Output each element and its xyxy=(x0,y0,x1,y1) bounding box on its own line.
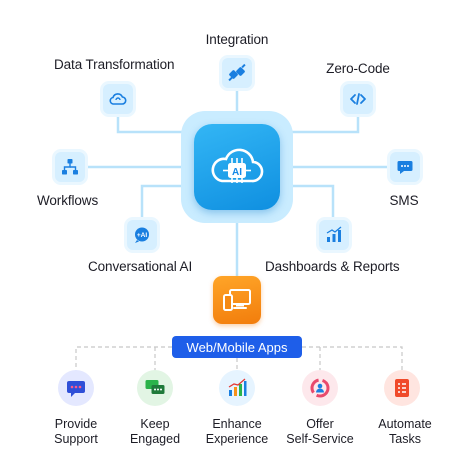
conversational-ai-label: Conversational AI xyxy=(88,259,193,274)
growth-chart-icon xyxy=(228,378,247,396)
integration-label: Integration xyxy=(205,32,269,47)
engage-chat-icon xyxy=(145,380,165,394)
devices-icon xyxy=(223,289,251,311)
ai-hub-label: AI xyxy=(232,167,242,178)
code-icon xyxy=(350,93,366,105)
zero-code-node[interactable] xyxy=(343,84,373,114)
chat-bubble-icon xyxy=(397,161,413,174)
plug-icon xyxy=(228,63,246,82)
dashboards-reports-node[interactable] xyxy=(319,220,349,250)
svg-text:+AI: +AI xyxy=(137,232,147,239)
data-transformation-label: Data Transformation xyxy=(54,57,175,72)
automate-tasks-node[interactable] xyxy=(384,370,420,406)
zero-code-label: Zero-Code xyxy=(326,61,390,76)
offer-self-service-node[interactable] xyxy=(302,370,338,406)
self-service-icon xyxy=(310,378,330,398)
dashboards-reports-label: Dashboards & Reports xyxy=(265,259,400,274)
bar-chart-icon xyxy=(326,226,342,242)
ai-hub[interactable]: AI xyxy=(194,124,280,210)
sms-label: SMS xyxy=(389,193,419,208)
data-transformation-node[interactable] xyxy=(103,84,133,114)
web-mobile-apps-badge: Web/Mobile Apps xyxy=(172,336,302,358)
enhance-experience-node[interactable] xyxy=(219,370,255,406)
keep-engaged-node[interactable] xyxy=(137,370,173,406)
cloud-sync-icon xyxy=(109,93,127,105)
integration-node[interactable] xyxy=(222,58,252,88)
devices-tile[interactable] xyxy=(213,276,261,324)
ai-cloud-icon: AI xyxy=(211,148,264,183)
task-list-icon xyxy=(395,379,409,397)
support-chat-icon xyxy=(67,381,85,397)
sms-node[interactable] xyxy=(390,152,420,182)
workflow-icon xyxy=(62,159,78,175)
ai-chat-icon: +AI xyxy=(135,227,149,243)
provide-support-node[interactable] xyxy=(58,370,94,406)
conversational-ai-node[interactable]: +AI xyxy=(127,220,157,250)
workflows-label: Workflows xyxy=(37,193,99,208)
workflows-node[interactable] xyxy=(55,152,85,182)
